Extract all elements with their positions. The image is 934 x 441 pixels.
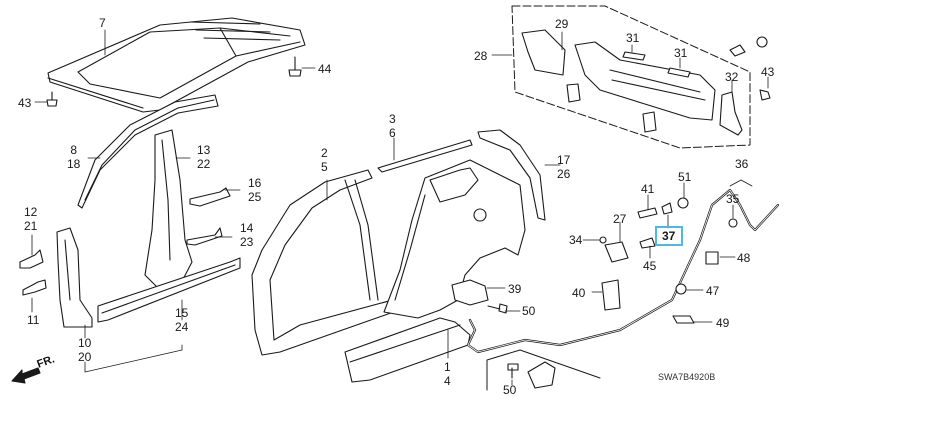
callout-28[interactable]: 28 (474, 49, 488, 63)
callout-36[interactable]: 36 (735, 157, 749, 171)
callout-50-b[interactable]: 50 (503, 383, 517, 397)
callout-27[interactable]: 27 (613, 212, 627, 226)
callout-32[interactable]: 32 (725, 70, 739, 84)
callout-29[interactable]: 29 (555, 17, 569, 31)
cable-end-35[interactable] (728, 218, 738, 228)
callout-41[interactable]: 41 (641, 182, 655, 196)
leader-lines (31, 29, 769, 386)
bracket-14-23[interactable] (186, 227, 223, 246)
fuel-lid-opener-bracket[interactable] (527, 361, 556, 389)
fuel-lid-cable[interactable] (466, 188, 780, 354)
bolt-top-a-icon (729, 44, 746, 57)
callout-31-b[interactable]: 31 (674, 46, 688, 60)
clip-31-b[interactable] (667, 67, 691, 78)
latch-39[interactable] (451, 279, 489, 306)
callout-35[interactable]: 35 (726, 192, 740, 206)
nut-51[interactable] (677, 197, 689, 209)
fuel-lid-27[interactable] (604, 241, 629, 263)
bolt-50-a-icon (487, 303, 508, 314)
clip-31-a[interactable] (622, 51, 646, 61)
callout-11[interactable]: 11 (27, 313, 40, 327)
clip-small-a[interactable] (566, 83, 581, 103)
rear-pillar-reinforcement[interactable] (477, 129, 546, 221)
bolt-43-roof-icon (46, 91, 58, 107)
bracket-11[interactable] (22, 279, 47, 296)
callout-7[interactable]: 7 (99, 16, 106, 30)
callout-40[interactable]: 40 (572, 286, 586, 300)
side-sill-inner[interactable] (97, 257, 241, 323)
pad-49[interactable] (672, 315, 695, 324)
callout-49[interactable]: 49 (716, 316, 730, 330)
callout-47[interactable]: 47 (706, 284, 720, 298)
rear-panel-group-outline (511, 5, 751, 149)
clip-48[interactable] (705, 251, 719, 265)
grommet-34[interactable] (599, 236, 607, 244)
callout-51[interactable]: 51 (678, 170, 692, 184)
clip-47[interactable] (675, 283, 687, 295)
roof-side-rail[interactable] (77, 94, 219, 209)
callout-48[interactable]: 48 (737, 251, 751, 265)
spring-41[interactable] (637, 207, 658, 219)
roof-panel[interactable] (47, 17, 306, 113)
nut-top-b-icon (756, 36, 768, 48)
callout-39[interactable]: 39 (508, 282, 522, 296)
callout-50-a[interactable]: 50 (522, 304, 536, 318)
rear-bracket-32[interactable] (719, 91, 743, 136)
callout-43-rear[interactable]: 43 (761, 65, 775, 79)
bracket-12-21[interactable] (19, 249, 44, 269)
diagram-code: SWA7B4920B (658, 372, 716, 382)
quarter-panel[interactable] (383, 159, 526, 319)
callout-34[interactable]: 34 (569, 233, 583, 247)
highlight-box-37 (655, 226, 683, 246)
outer-side-panel-front[interactable] (251, 169, 406, 356)
callout-37[interactable]: 37 (662, 229, 676, 243)
rear-panel-main[interactable] (574, 41, 716, 121)
bolt-45[interactable] (639, 237, 656, 249)
bracket-16-25[interactable] (189, 187, 231, 207)
hinge-37[interactable] (661, 202, 673, 215)
side-sill-outer[interactable] (344, 317, 471, 383)
bolt-43-rear-icon (759, 89, 771, 101)
bolt-44-icon (288, 56, 302, 77)
callout-45[interactable]: 45 (643, 259, 657, 273)
front-direction-arrow-icon (11, 367, 41, 384)
roof-rail-outer[interactable] (377, 139, 473, 173)
center-pillar-inner[interactable] (144, 129, 193, 291)
rear-panel-29[interactable] (521, 29, 566, 76)
bolt-50-b-icon (507, 363, 519, 379)
housing-40[interactable] (601, 279, 621, 311)
front-pillar-lower[interactable] (56, 227, 93, 328)
callout-31-a[interactable]: 31 (626, 31, 640, 45)
callout-44[interactable]: 44 (318, 62, 332, 76)
clip-small-b[interactable] (642, 111, 657, 133)
callout-43-roof[interactable]: 43 (18, 96, 32, 110)
